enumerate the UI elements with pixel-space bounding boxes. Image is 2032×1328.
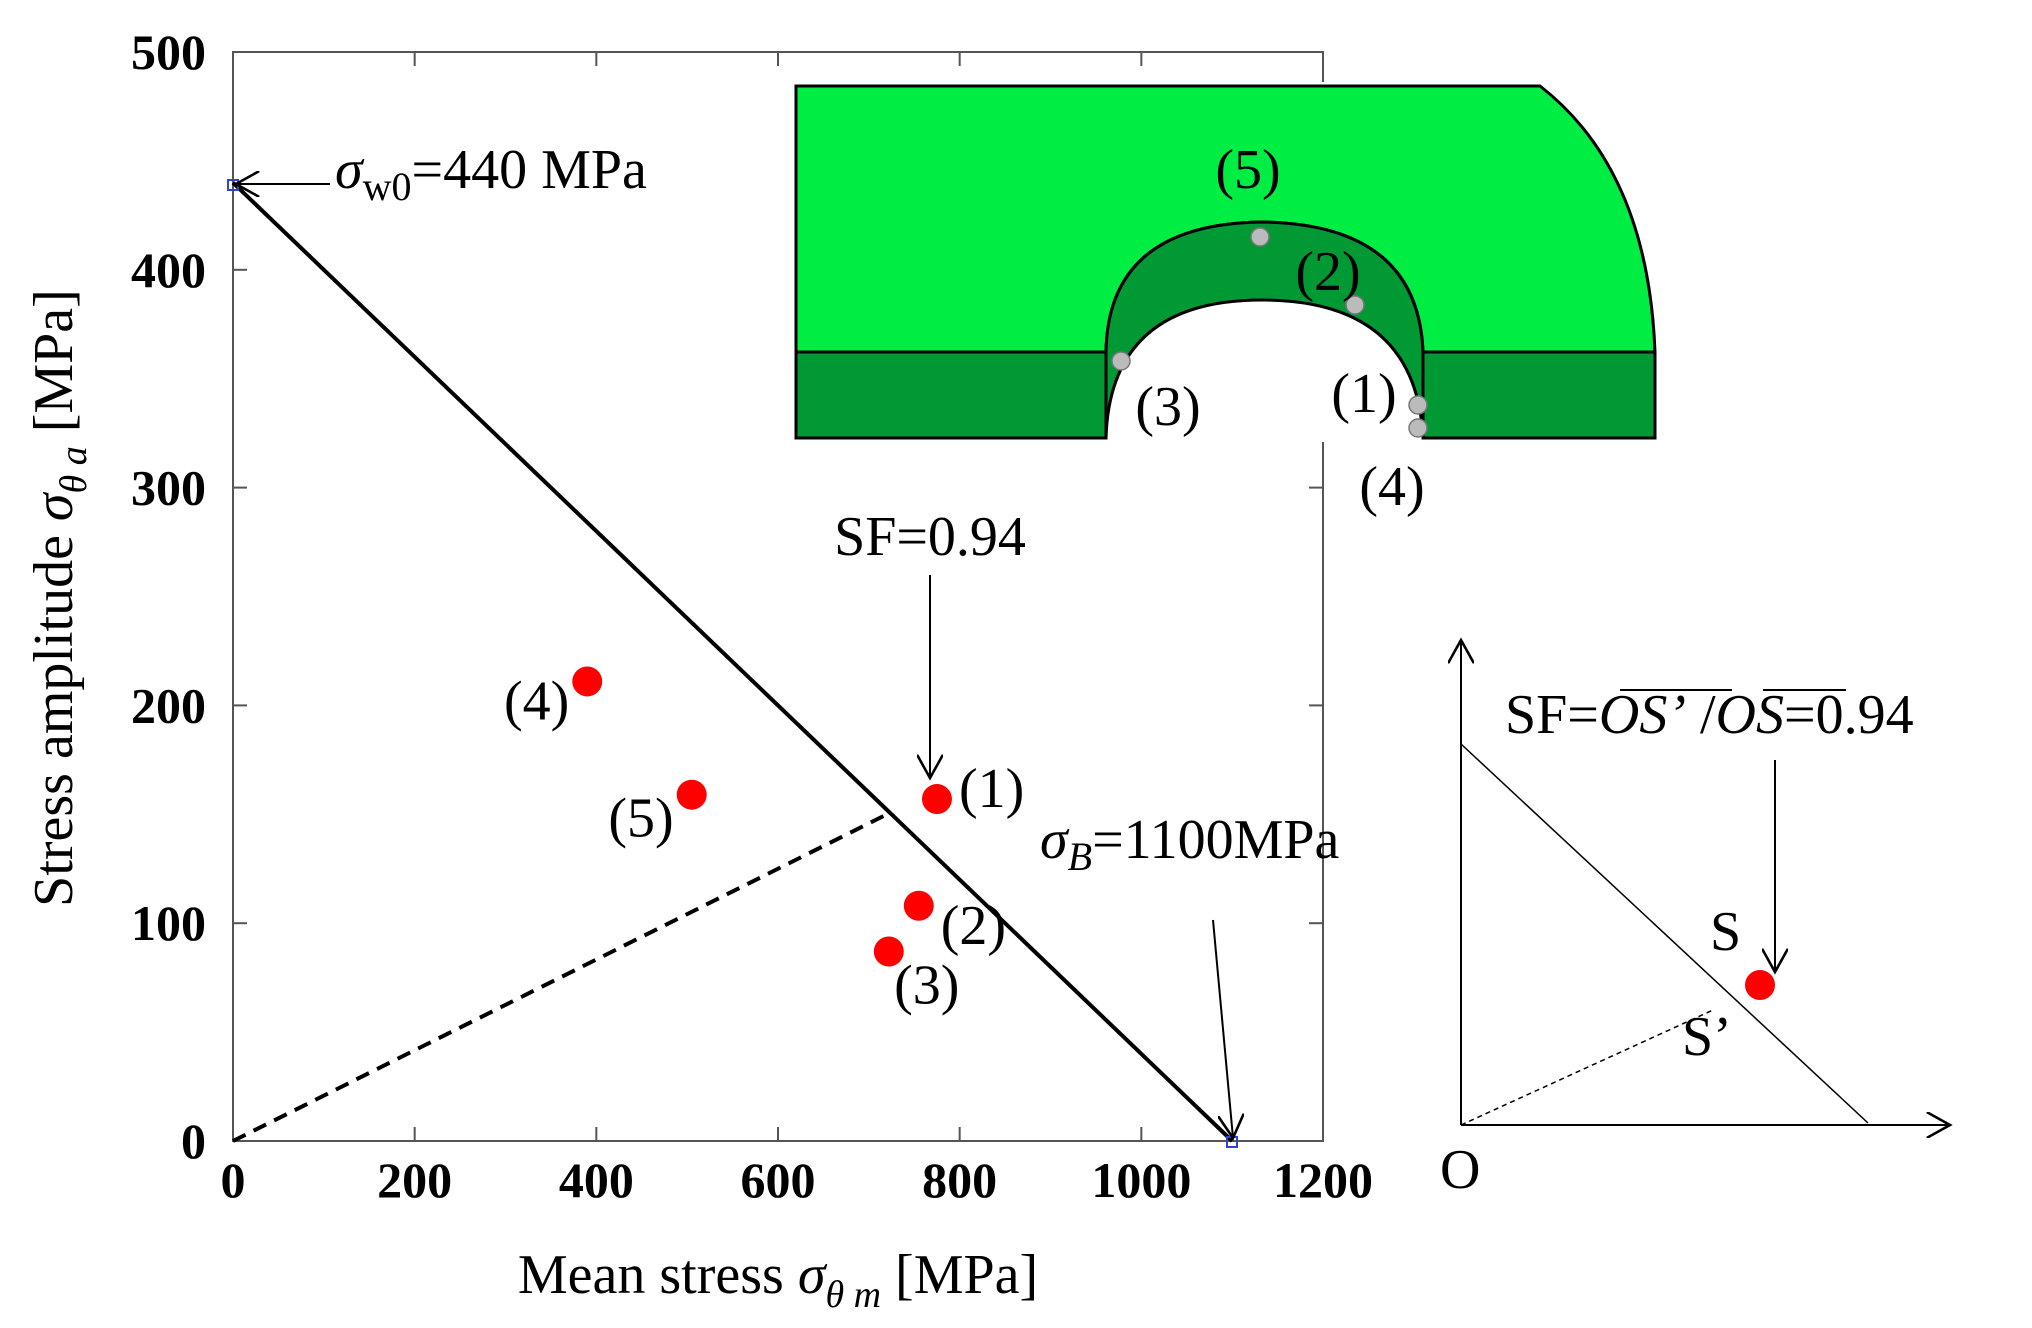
x-axis-title: Mean stress σθ m [MPa] xyxy=(518,1244,1038,1316)
sigma-w0-label: σw0=440 MPa xyxy=(335,139,647,209)
sf-label: SF=0.94 xyxy=(834,506,1026,568)
inset-point-1 xyxy=(1408,395,1428,415)
inset-label-2: (2) xyxy=(1295,241,1360,303)
inset-label-4: (4) xyxy=(1359,456,1424,518)
data-point-label: (5) xyxy=(608,788,673,850)
x-tick-label: 0 xyxy=(221,1152,246,1208)
x-tick-label: 800 xyxy=(922,1152,997,1208)
schematic-label-s-prime: S’ xyxy=(1682,1006,1732,1068)
x-tick-label: 400 xyxy=(559,1152,634,1208)
y-axis-ticks: 0 100 200 300 400 500 xyxy=(131,24,1323,1169)
y-tick-label: 400 xyxy=(131,242,206,298)
data-point-label: (1) xyxy=(959,758,1024,820)
inset-label-1: (1) xyxy=(1331,363,1396,425)
x-tick-label: 600 xyxy=(741,1152,816,1208)
y-axis-title: Stress amplitude σθ a [MPa] xyxy=(23,289,95,907)
modified-goodman-line xyxy=(231,181,1234,1143)
data-point xyxy=(676,779,707,810)
schematic-formula: SF=OS’ /OS=0.94 xyxy=(1505,684,1914,746)
y-tick-label: 300 xyxy=(131,460,206,516)
inset-label-3: (3) xyxy=(1135,376,1200,438)
schematic-label-o: O xyxy=(1440,1139,1480,1201)
y-tick-label: 100 xyxy=(131,895,206,951)
data-point-label: (2) xyxy=(941,895,1006,957)
inset-point-4 xyxy=(1408,418,1428,438)
safety-factor-line xyxy=(232,812,888,1143)
sigma-b-arrow xyxy=(1212,919,1233,1138)
data-point-label: (4) xyxy=(504,670,569,732)
y-tick-label: 200 xyxy=(131,677,206,733)
schematic-label-s: S xyxy=(1710,901,1741,963)
data-point-label: (3) xyxy=(894,955,959,1017)
x-axis-ticks: 0 200 400 600 800 1000 1200 xyxy=(221,52,1373,1208)
data-point xyxy=(903,890,934,921)
chart-lines xyxy=(231,181,1234,1143)
inset-label-5: (5) xyxy=(1215,139,1280,201)
schematic-limit-line xyxy=(1460,743,1869,1124)
inset-point-3 xyxy=(1111,351,1131,371)
sf-schematic: SF=OS’ /OS=0.94 S S’ O xyxy=(1440,640,1950,1201)
data-points: (1) (2)(3) (4) (5) xyxy=(504,666,1024,1017)
x-tick-label: 200 xyxy=(377,1152,452,1208)
schematic-dashed-line xyxy=(1460,1009,1714,1126)
schematic-point-s xyxy=(1745,970,1775,1000)
inset-point-5 xyxy=(1250,227,1270,247)
sigma-b-label: σB=1100MPa xyxy=(1040,809,1340,879)
inset-geometry: (5) (2) (3) (1) (4) xyxy=(785,82,1660,518)
inset-hole-wall xyxy=(1104,220,1425,439)
y-tick-label: 500 xyxy=(131,24,206,80)
x-tick-label: 1200 xyxy=(1273,1152,1373,1208)
inset-sample-points xyxy=(1111,227,1428,438)
data-point xyxy=(873,936,904,967)
inset-point-2 xyxy=(1345,295,1365,315)
main-chart: 0 200 400 600 800 1000 1200 0 100 200 300 400 500 (… xyxy=(23,24,1373,1316)
y-tick-label: 0 xyxy=(181,1113,206,1169)
data-point xyxy=(921,784,952,815)
data-point xyxy=(572,666,603,697)
x-tick-label: 1000 xyxy=(1091,1152,1191,1208)
